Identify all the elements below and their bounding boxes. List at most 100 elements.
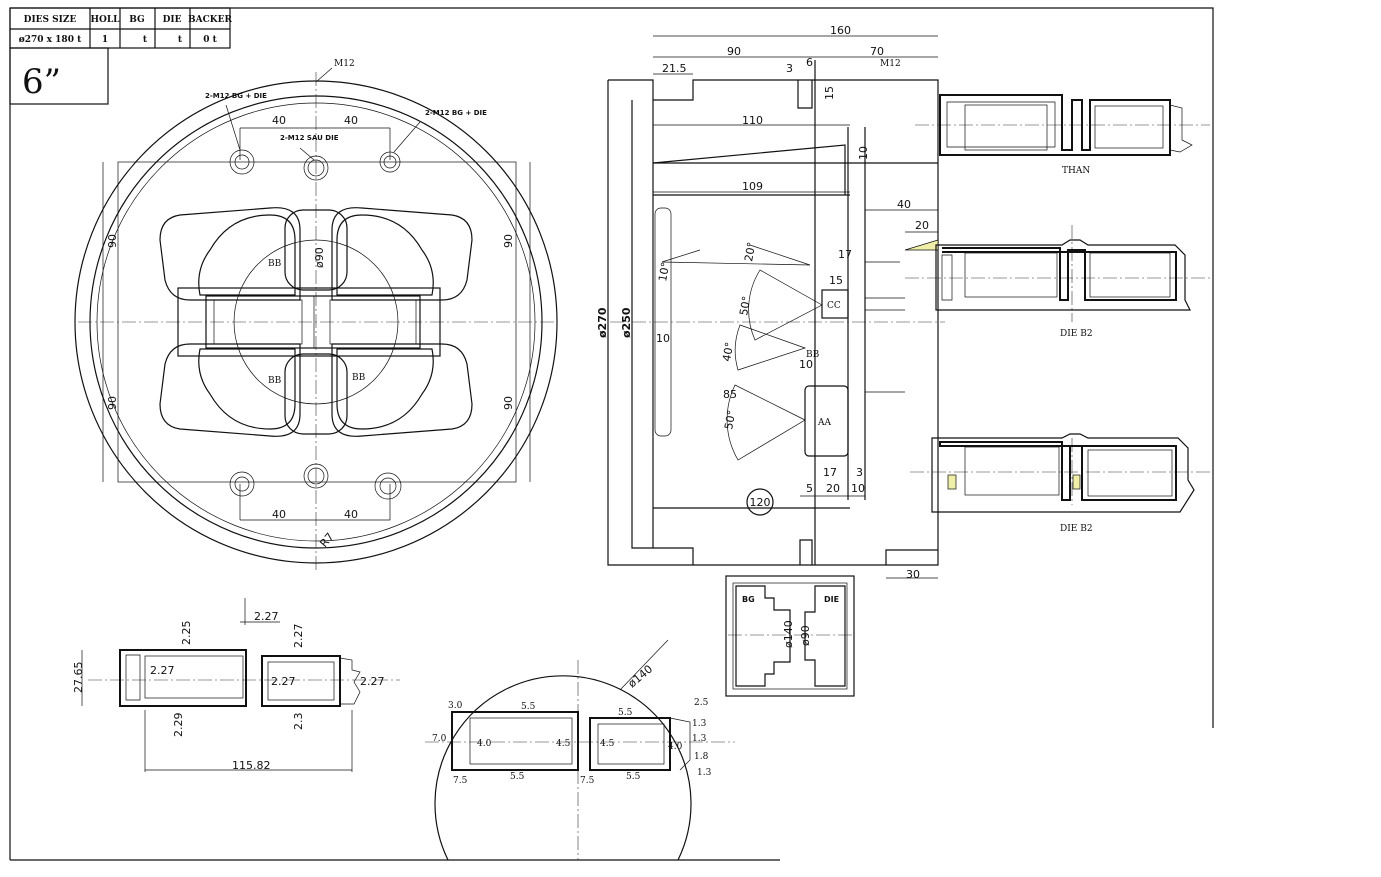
profile-label-die-b2-1: DIE B2 [1060,329,1093,339]
pd-dim-27-65: 27.65 [72,662,85,694]
header-dies-size: DIES SIZE [24,15,77,25]
sec-dim-10-lower: 10 [851,482,865,495]
dim-left-90-bottom: 90 [106,396,119,410]
cd-dim-5-5-d: 5.5 [626,772,641,782]
pd-dim-2-25: 2.25 [180,621,193,646]
cd-dim-7-5-a: 7.5 [453,776,468,786]
pd-dim-2-27-center: 2.27 [271,675,296,688]
box-label-die: DIE [824,595,839,604]
pd-dim-2-27-top: 2.27 [254,610,279,623]
sec-label-cc: CC [827,301,841,311]
sec-dim-110: 110 [742,114,763,127]
sec-dim-17-lower: 17 [823,466,837,479]
cd-dia-140: ø140 [626,663,656,691]
pd-dim-2-27-end: 2.27 [360,675,385,688]
sec-dim-40: 40 [897,198,911,211]
dim-right-90-bottom: 90 [502,396,515,410]
value-holl: 1 [102,35,108,45]
m12-label: M12 [334,59,355,69]
profiles: THAN DIE B2 DIE B2 [905,94,1210,534]
dim-bottom-40-right: 40 [344,508,358,521]
sec-dim-30: 30 [906,568,920,581]
size-label: 6” [22,62,61,102]
cd-dim-5-5-b: 5.5 [618,708,633,718]
label-bb-3: BB [352,373,366,383]
section-view: 160 90 70 21.5 3 6 15 110 10 109 40 20 1… [596,24,945,581]
sec-dim-90: 90 [727,45,741,58]
sec-dim-85: 85 [723,388,737,401]
bolt-note-left: 2-M12 BG + DIE [205,92,267,100]
sec-label-aa: AA [817,418,831,428]
label-bb-1: BB [268,259,282,269]
sec-dim-21-5: 21.5 [662,62,687,75]
box-dia-90: ø90 [799,625,812,646]
pd-dim-115-82: 115.82 [232,759,271,772]
title-table: DIES SIZE HOLL BG DIE BACKER ø270 x 180 … [9,7,232,105]
cd-dim-1-3-b: 1.3 [692,734,707,744]
box-dia-140: ø140 [782,620,795,648]
cd-dim-4-5-b: 4.5 [600,739,615,749]
sec-dim-10-top: 10 [857,146,870,160]
dim-top-40-right: 40 [344,114,358,127]
cd-dim-2-5: 2.5 [694,698,709,708]
pd-dim-2-3: 2.3 [292,713,305,731]
sec-dim-10-bb: 10 [799,358,813,371]
cd-dim-1-8: 1.8 [694,752,709,762]
cd-dim-7-0: 7.0 [432,734,447,744]
sec-angle-50-upper: 50° [737,295,753,316]
sec-dim-70: 70 [870,45,884,58]
cd-dim-1-3-c: 1.3 [697,768,712,778]
header-holl: HOLL [91,15,121,25]
value-bg: t [143,35,148,45]
profile-label-than: THAN [1062,166,1090,176]
sec-dia-250: ø250 [620,307,633,338]
header-bg: BG [129,15,144,25]
header-backer: BACKER [188,15,232,25]
dim-left-90-top: 90 [106,234,119,248]
bolt-note-center: 2-M12 SAU DIE [280,134,339,142]
dim-dia-90: ø90 [313,247,326,268]
cd-dim-3-0: 3.0 [448,701,463,711]
sec-dim-10-left: 10 [656,332,670,345]
front-view: M12 2-M12 BG + DIE 2-M12 SAU DIE 2-M12 B… [74,59,558,570]
value-backer: 0 t [203,35,217,45]
sec-dim-3: 3 [786,62,793,75]
cd-dim-1-3-a: 1.3 [692,719,707,729]
bg-die-box: BG DIE ø140 ø90 [725,575,855,697]
sec-dim-20-lower: 20 [826,482,840,495]
sec-angle-40: 40° [720,341,736,362]
cd-dim-5-5-a: 5.5 [521,702,536,712]
dim-right-90-top: 90 [502,234,515,248]
value-die: t [178,35,183,45]
sec-dia-270: ø270 [596,307,609,338]
value-dies-size: ø270 x 180 t [19,35,82,45]
sec-angle-10: 10° [656,261,672,282]
sec-label-bb: BB [806,350,820,360]
pd-dim-2-29: 2.29 [172,713,185,738]
cd-dim-7-5-b: 7.5 [580,776,595,786]
circle-detail: ø140 3.0 5.5 5.5 2.5 1.3 1.3 7.0 4.0 4.5… [425,639,735,861]
sheet-border [10,7,1214,728]
sec-dim-160: 160 [830,24,851,37]
sec-dim-20-right: 20 [915,219,929,232]
sec-m12: M12 [880,59,901,69]
cd-dim-5-5-c: 5.5 [510,772,525,782]
sec-dim-5: 5 [806,482,813,495]
dim-top-40-left: 40 [272,114,286,127]
sec-dim-109: 109 [742,180,763,193]
profile-detail: 2.27 2.25 2.27 2.27 27.65 2.27 2.27 2.29… [72,598,400,772]
cd-dim-4-0-a: 4.0 [477,739,492,749]
sec-angle-20: 20° [742,241,758,262]
sec-balloon-120: 120 [750,496,771,509]
sec-dim-3-lower: 3 [856,466,863,479]
sec-dim-17-upper: 17 [838,248,852,261]
pd-dim-2-27-right: 2.27 [292,624,305,649]
box-label-bg: BG [742,595,755,604]
profile-label-die-b2-2: DIE B2 [1060,524,1093,534]
sec-angle-50-lower: 50° [722,409,738,430]
bolt-note-right: 2-M12 BG + DIE [425,109,487,117]
label-bb-2: BB [268,376,282,386]
cd-dim-4-0-b: 4.0 [668,742,683,752]
header-die: DIE [163,15,182,25]
